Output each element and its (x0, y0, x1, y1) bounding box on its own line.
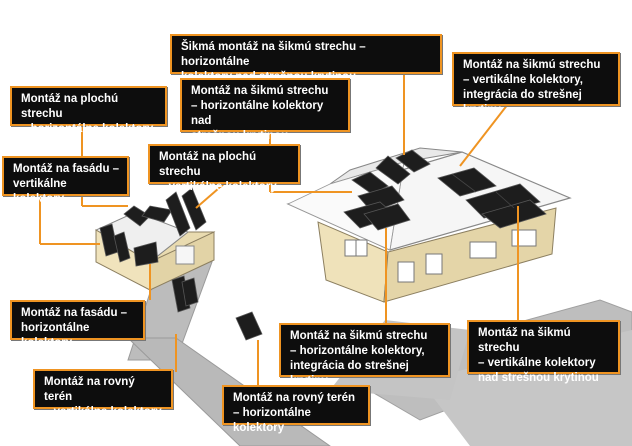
label-sikmu-vertikalne-nad: Montáž na šikmú strechu – vertikálne kol… (467, 320, 620, 384)
garage-collectors (99, 187, 263, 341)
main-house (286, 147, 572, 303)
label-sikma-montaz-horizontalne: Šikmá montáž na šikmú strechu – horizont… (170, 34, 442, 83)
roof-collectors (343, 149, 547, 231)
label-sikmu-horizontalne-integracia: Montáž na šikmú strechu – horizontálne k… (279, 323, 450, 387)
label-teren-horizontalne: Montáž na rovný terén – horizontálne kol… (222, 385, 370, 434)
label-sikmu-horizontalne-nad: Montáž na šikmú strechu – horizontálne k… (180, 78, 350, 142)
label-teren-vertikalne: Montáž na rovný terén – vertikálne kolek… (33, 369, 173, 418)
label-fasadu-horizontalne: Montáž na fasádu – horizontálne kolektor… (10, 300, 145, 349)
label-plochu-vertikalne: Montáž na plochú strechu – vertikálne ko… (148, 144, 300, 193)
label-plochu-horizontalne: Montáž na plochú strechu – horizontálne … (10, 86, 167, 135)
label-fasadu-vertikalne: Montáž na fasádu – vertikálne kolektory (2, 156, 129, 205)
label-sikmu-vertikalne-integracia: Montáž na šikmú strechu – vertikálne kol… (452, 52, 620, 116)
